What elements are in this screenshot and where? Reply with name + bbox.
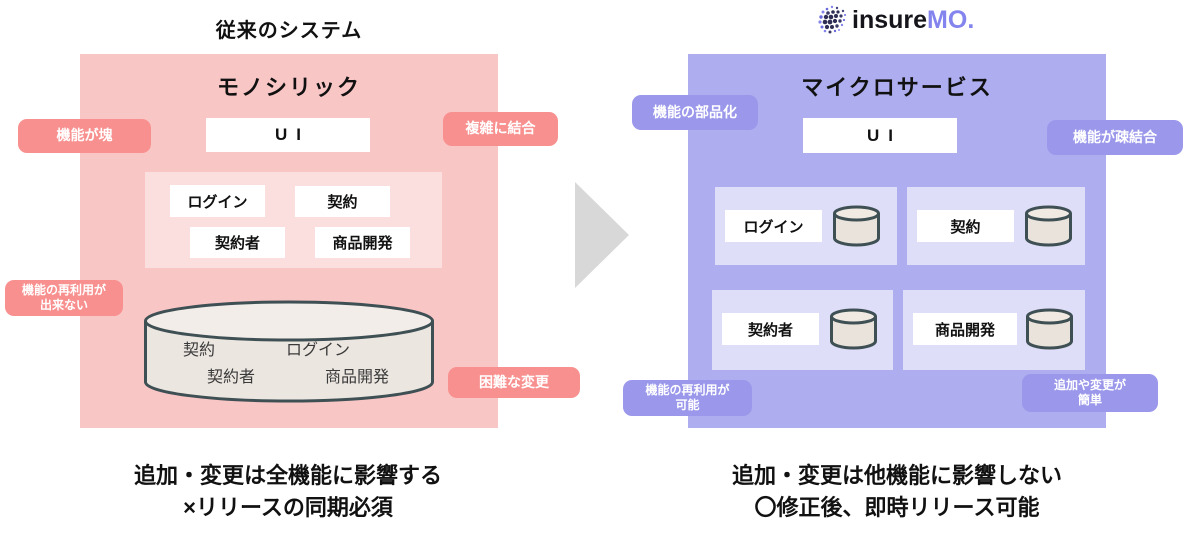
legacy-system-heading: 従来のシステム <box>215 20 363 42</box>
service-card-contract: 契約 <box>907 187 1085 265</box>
service-label-policyholder: 契約者 <box>722 313 819 345</box>
logo-period: . <box>967 5 975 34</box>
monolith-caption-line1: 追加・変更は全機能に影響する <box>133 463 442 488</box>
microservices-caption-line1: 追加・変更は他機能に影響しない <box>731 463 1062 488</box>
db-item-policyholder: 契約者 <box>207 369 256 386</box>
badge-reusable: 機能の再利用が 可能 <box>623 380 752 416</box>
insuremo-logo: insureMO. <box>818 3 974 37</box>
monolith-caption: 追加・変更は全機能に影響する ×リリースの同期必須 <box>28 460 548 524</box>
db-item-contract: 契約 <box>183 342 216 359</box>
service-card-product-dev: 商品開発 <box>903 290 1085 370</box>
badge-loose-coupling: 機能が疎結合 <box>1047 120 1183 155</box>
badge-functions-lump: 機能が塊 <box>18 119 151 153</box>
arrow-right-icon <box>575 182 629 288</box>
microservices-title: マイクロサービス <box>801 75 993 100</box>
database-icon <box>830 308 877 350</box>
module-product-dev: 商品開発 <box>315 227 410 258</box>
service-card-policyholder: 契約者 <box>712 290 893 370</box>
service-label-login: ログイン <box>725 210 822 242</box>
microservices-caption: 追加・変更は他機能に影響しない 〇修正後、即時リリース可能 <box>637 460 1157 524</box>
microservices-caption-line2: 〇修正後、即時リリース可能 <box>754 494 1040 520</box>
module-contract: 契約 <box>295 186 390 217</box>
badge-complex-coupling: 複雑に結合 <box>443 112 558 146</box>
service-card-login: ログイン <box>715 187 897 265</box>
badge-no-reuse: 機能の再利用が 出来ない <box>5 280 123 316</box>
badge-difficult-change: 困難な変更 <box>448 367 580 398</box>
module-policyholder: 契約者 <box>190 227 285 258</box>
module-login: ログイン <box>170 185 265 217</box>
service-label-contract: 契約 <box>917 210 1014 242</box>
db-item-login: ログイン <box>286 342 351 359</box>
service-label-product-dev: 商品開発 <box>913 313 1017 345</box>
monolith-modules-group: ログイン 契約 契約者 商品開発 <box>145 172 442 268</box>
monolith-caption-line2: ×リリースの同期必須 <box>183 494 393 520</box>
monolith-title: モノシリック <box>216 75 361 100</box>
monolith-database: 契約 ログイン 契約者 商品開発 <box>143 300 435 403</box>
logo-word-insure: insure <box>852 5 928 34</box>
monolith-ui-box: UI <box>206 118 370 152</box>
logo-wordmark: insureMO. <box>852 6 974 35</box>
db-item-product-dev: 商品開発 <box>325 369 390 386</box>
badge-componentized: 機能の部品化 <box>632 95 758 130</box>
database-icon <box>1026 308 1073 350</box>
monolith-box: モノシリック UI ログイン 契約 契約者 商品開発 契約 ログイン 契約者 商… <box>80 54 498 428</box>
microservices-box: マイクロサービス UI ログイン 契約 契約者 商品開発 <box>688 54 1106 428</box>
badge-easy-change: 追加や変更が 簡単 <box>1022 374 1158 412</box>
database-icon <box>144 300 434 403</box>
microservices-ui-box: UI <box>803 118 957 153</box>
logo-word-mo: MO <box>927 5 968 34</box>
insuremo-globe-icon <box>818 5 847 34</box>
database-icon <box>833 205 880 247</box>
database-icon <box>1025 205 1072 247</box>
